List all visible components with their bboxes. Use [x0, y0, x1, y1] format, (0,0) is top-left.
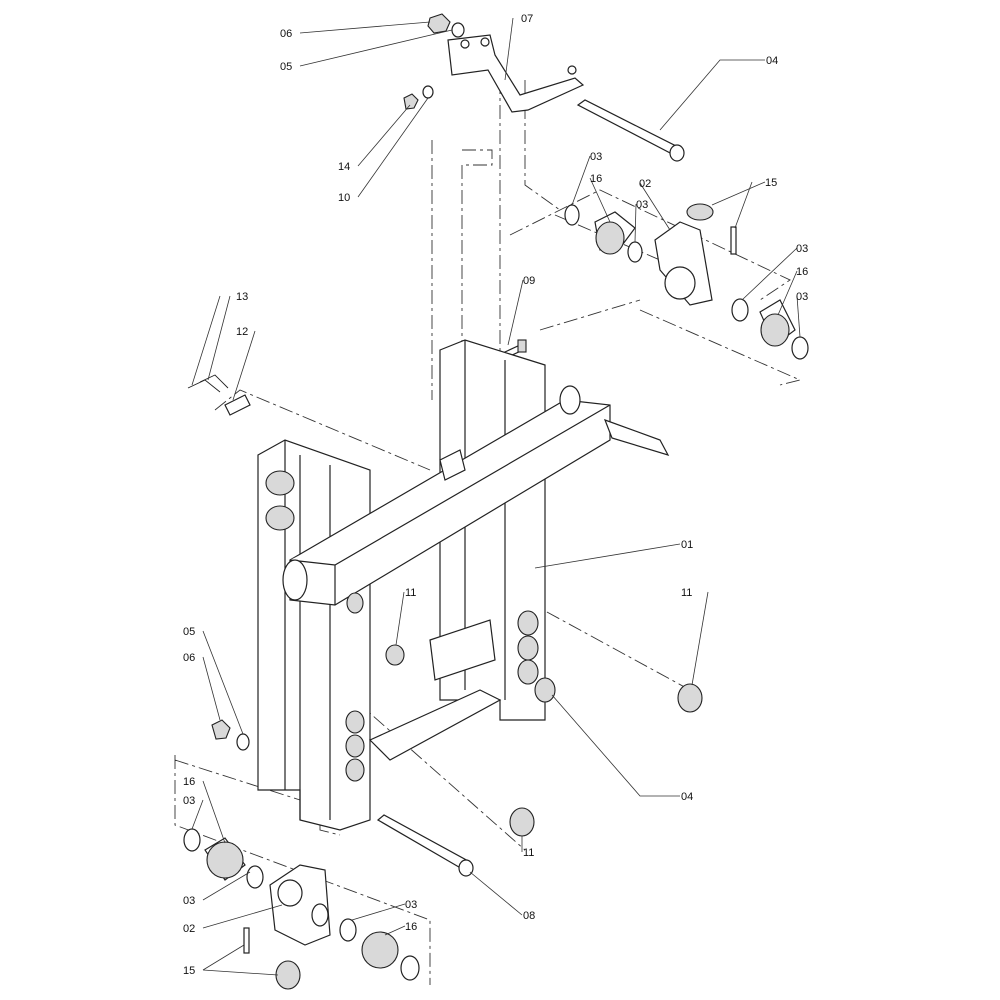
right-hinge-group [564, 203, 809, 360]
bottom-hinge-group [183, 828, 420, 990]
pin-12-and-clips-13 [187, 374, 251, 416]
callout-16: 16 [183, 776, 195, 788]
callout-05: 05 [183, 626, 195, 638]
callout-16: 16 [590, 173, 602, 185]
callout-13: 13 [236, 291, 248, 303]
callout-07: 07 [521, 13, 533, 25]
part-07-bracket [447, 34, 585, 113]
callout-01: 01 [681, 539, 693, 551]
callout-11: 11 [405, 587, 416, 599]
callout-09: 09 [523, 275, 535, 287]
callout-02: 02 [639, 178, 651, 190]
callout-11: 11 [523, 847, 534, 859]
callout-08: 08 [523, 910, 535, 922]
callout-16: 16 [405, 921, 417, 933]
callout-06: 06 [183, 652, 195, 664]
callout-05: 05 [280, 61, 292, 73]
callout-10: 10 [338, 192, 350, 204]
callout-03: 03 [590, 151, 602, 163]
callout-03: 03 [183, 795, 195, 807]
callout-12: 12 [236, 326, 248, 338]
pin-04-top [576, 99, 685, 162]
callout-04: 04 [681, 791, 693, 803]
callout-02: 02 [183, 923, 195, 935]
callout-labels: 06 05 07 04 14 10 03 16 02 03 15 03 16 0… [183, 13, 808, 977]
callout-03: 03 [183, 895, 195, 907]
callout-03: 03 [796, 291, 808, 303]
callout-11: 11 [681, 587, 692, 599]
callout-15: 15 [765, 177, 777, 189]
pin-08 [376, 814, 474, 877]
callout-03: 03 [636, 199, 648, 211]
callout-15: 15 [183, 965, 195, 977]
callout-03: 03 [796, 243, 808, 255]
callout-04: 04 [766, 55, 778, 67]
callout-16: 16 [796, 266, 808, 278]
nut-and-washer-top [403, 13, 465, 110]
callout-14: 14 [338, 161, 350, 173]
callout-06: 06 [280, 28, 292, 40]
leader-lines [191, 17, 801, 976]
part-01-main-frame [257, 339, 670, 831]
callout-03: 03 [405, 899, 417, 911]
nut-and-washer-left [211, 719, 250, 751]
